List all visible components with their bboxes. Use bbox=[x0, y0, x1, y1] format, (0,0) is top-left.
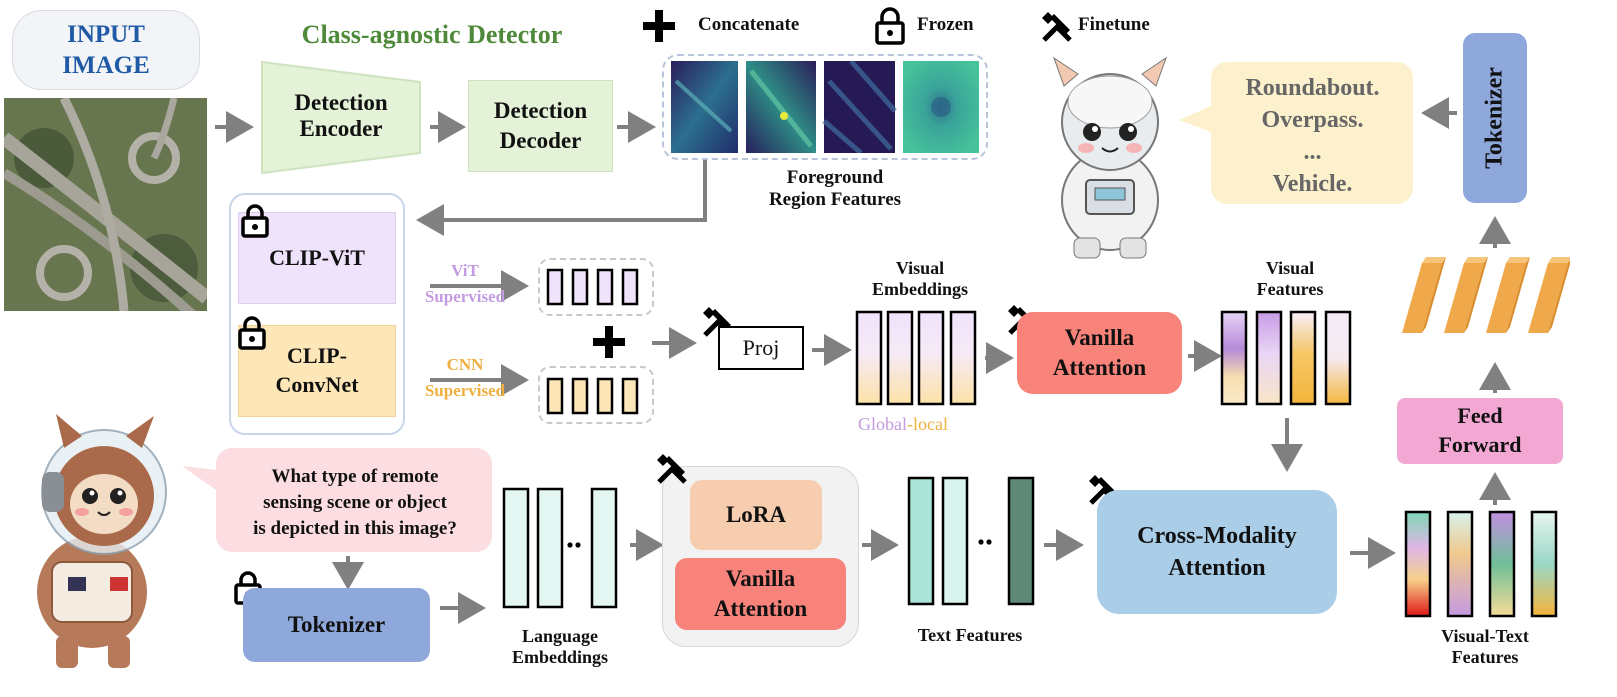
lock-icon bbox=[238, 316, 266, 350]
global-local-label: Global-local bbox=[858, 414, 948, 435]
visual-features-label: Visual Features bbox=[1256, 258, 1324, 299]
lock-icon bbox=[875, 7, 905, 45]
text-features-label: Text Features bbox=[917, 625, 1023, 645]
detection-encoder-label: Detection Encoder bbox=[294, 90, 388, 142]
feature-maps bbox=[671, 61, 979, 153]
tokenizer-top-box: Tokenizer bbox=[1463, 33, 1527, 203]
cnn-tokens-frame bbox=[538, 366, 654, 424]
language-embedding-bars bbox=[502, 487, 618, 609]
output-speech-bubble bbox=[1179, 62, 1413, 204]
vit-tokens-frame bbox=[538, 258, 654, 316]
foreground-features-frame bbox=[662, 54, 988, 160]
vit-supervised-label: ViT Supervised bbox=[424, 261, 506, 306]
foreground-features-label: Foreground Region Features bbox=[768, 167, 902, 210]
legend-frozen-label: Frozen bbox=[917, 14, 974, 35]
output-token-blocks bbox=[1402, 257, 1570, 333]
tokenizer-top-label: Tokenizer bbox=[1481, 67, 1508, 169]
proj-box: Proj bbox=[718, 326, 804, 370]
language-embeddings-label: Language Embeddings bbox=[511, 626, 609, 667]
aerial-input-image bbox=[4, 98, 207, 311]
tools-icon bbox=[657, 454, 687, 484]
plus-icon bbox=[643, 10, 675, 42]
visual-text-feature-bars bbox=[1404, 510, 1558, 618]
legend-finetune-label: Finetune bbox=[1078, 14, 1150, 35]
feed-forward-box: Feed Forward bbox=[1397, 398, 1563, 464]
cross-modality-attention-box: Cross-Modality Attention bbox=[1097, 490, 1337, 614]
detection-decoder-box: Detection Decoder bbox=[468, 80, 613, 172]
input-image-label: INPUT IMAGE bbox=[12, 10, 200, 90]
output-text: Roundabout. Overpass. ... Vehicle. bbox=[1245, 75, 1380, 197]
cnn-tokens bbox=[546, 377, 639, 415]
tokenizer-bottom-box: Tokenizer bbox=[243, 588, 430, 662]
detection-encoder-shape bbox=[261, 60, 421, 175]
tools-icon bbox=[1042, 12, 1072, 42]
lora-box: LoRA bbox=[690, 480, 822, 550]
visual-feature-bars bbox=[1220, 310, 1352, 406]
local-label: -local bbox=[907, 414, 948, 434]
llama-astronaut-brown-illustration bbox=[37, 414, 167, 668]
vit-tokens bbox=[546, 268, 639, 306]
visual-text-features-label: Visual-Text Features bbox=[1441, 626, 1529, 667]
clip-encoders-frame bbox=[229, 193, 405, 435]
cnn-supervised-label: CNN Supervised bbox=[424, 355, 506, 400]
question-text: What type of remote sensing scene or obj… bbox=[253, 466, 457, 540]
visual-embedding-bars bbox=[855, 310, 977, 406]
global-label: Global bbox=[858, 414, 907, 434]
lock-icon bbox=[241, 204, 269, 238]
question-speech-bubble bbox=[182, 448, 492, 552]
vanilla-attention-bottom-box: Vanilla Attention bbox=[675, 558, 846, 630]
legend-concatenate-label: Concatenate bbox=[698, 14, 800, 35]
llama-astronaut-illustration bbox=[1040, 50, 1180, 262]
vanilla-attention-top-box: Vanilla Attention bbox=[1017, 312, 1182, 394]
detector-title: Class-agnostic Detector bbox=[301, 20, 563, 49]
visual-embeddings-label: Visual Embeddings bbox=[871, 258, 969, 299]
text-feature-bars bbox=[907, 476, 1035, 606]
plus-icon bbox=[593, 326, 625, 358]
